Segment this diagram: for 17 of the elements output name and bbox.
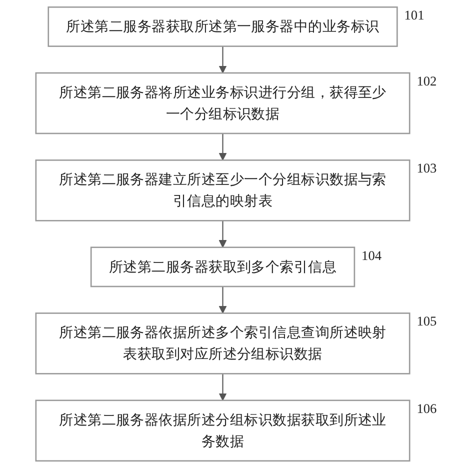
- step-number: 102: [416, 73, 437, 88]
- arrow: [218, 286, 227, 314]
- process-box: 所述第二服务器建立所述至少一个分组标识数据与索引信息的映射表: [35, 159, 410, 222]
- step-number: 106: [416, 400, 437, 416]
- arrow: [218, 46, 227, 74]
- step-number: 103: [416, 160, 437, 176]
- process-box: 所述第二服务器将所述业务标识进行分组，获得至少一个分组标识数据: [35, 72, 410, 134]
- step-number: 104: [362, 248, 382, 263]
- process-box: 所述第二服务器获取到多个索引信息: [90, 246, 356, 288]
- arrow: [218, 220, 227, 248]
- process-box: 所述第二服务器依据所述多个索引信息查询所述映射表获取到对应所述分组标识数据: [35, 312, 410, 374]
- process-box: 所述第二服务器依据所述分组标识数据获取到所述业务数据: [35, 400, 410, 462]
- arrow: [218, 374, 227, 401]
- step-number: 105: [416, 314, 437, 329]
- step-number: 101: [404, 8, 424, 23]
- process-box: 所述第二服务器获取所述第一服务器中的业务标识: [48, 6, 398, 47]
- arrow: [218, 133, 227, 160]
